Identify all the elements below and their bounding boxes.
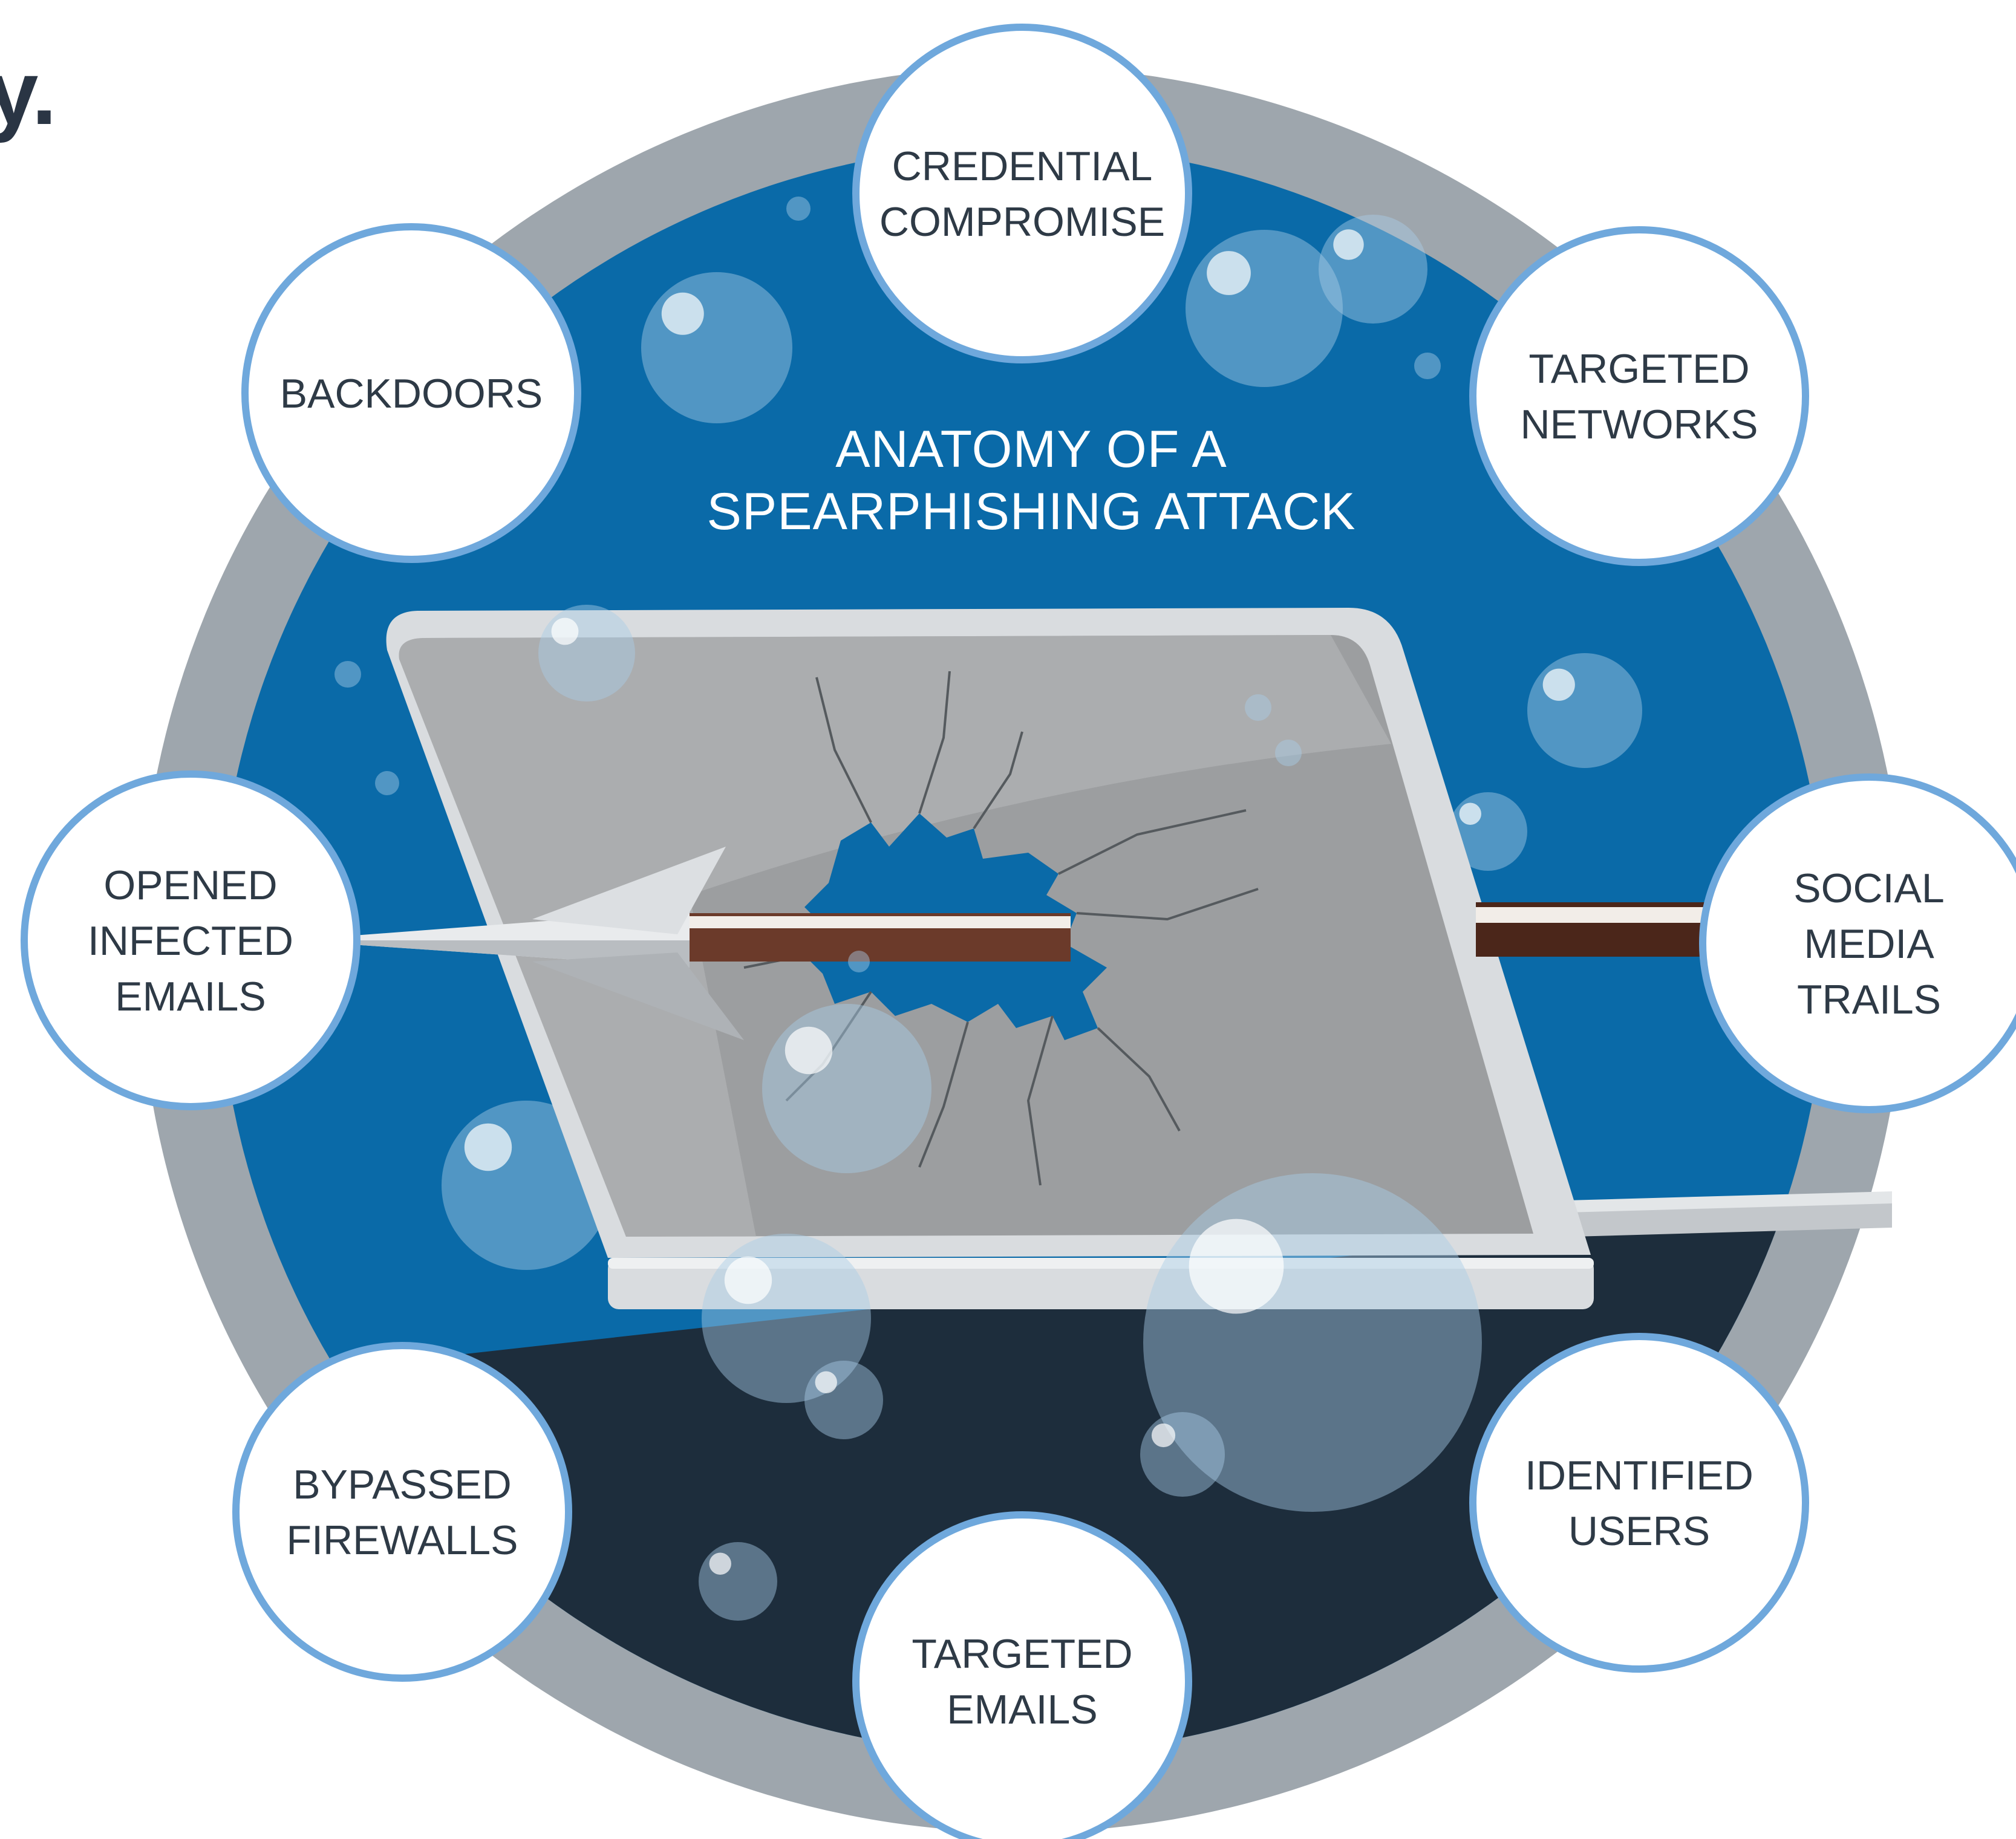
- node-label: FIREWALLS: [287, 1517, 518, 1563]
- bubble-highlight: [464, 1123, 512, 1171]
- bubble: [334, 661, 361, 688]
- node-circle: [241, 223, 581, 563]
- node-bypassed-firewalls: BYPASSED FIREWALLS: [232, 1342, 572, 1682]
- node-label: IDENTIFIED: [1525, 1453, 1753, 1499]
- node-circle: [21, 770, 360, 1110]
- bubble: [848, 951, 870, 972]
- node-label: TARGETED: [1528, 346, 1749, 392]
- node-label: COMPROMISE: [879, 199, 1165, 245]
- node-circle: [1699, 773, 2016, 1113]
- node-label: TRAILS: [1797, 977, 1941, 1023]
- node-circle: [232, 1342, 572, 1682]
- bubble-highlight: [1459, 802, 1481, 825]
- corner-text-fragment: y.: [0, 42, 57, 143]
- node-circle: [1469, 1333, 1809, 1673]
- bubble-highlight: [815, 1371, 837, 1393]
- bubble: [1275, 740, 1302, 766]
- node-ring: CREDENTIAL COMPROMISE TARGETED NETWORKS SOCI…: [21, 24, 2016, 1839]
- bubble-highlight: [1542, 668, 1575, 701]
- bubble: [1140, 1412, 1225, 1497]
- laptop-base: [608, 1258, 1594, 1309]
- center-title-line-2: SPEARPHISHING ATTACK: [707, 483, 1356, 541]
- center-title-line-1: ANATOMY OF A: [835, 420, 1227, 478]
- bubble-highlight: [1333, 229, 1364, 260]
- node-targeted-emails: TARGETED EMAILS: [852, 1511, 1192, 1839]
- bubble: [1527, 653, 1642, 768]
- node-circle: [852, 1511, 1192, 1839]
- bubble-highlight: [1151, 1423, 1176, 1448]
- bubble: [1414, 353, 1441, 379]
- bubble: [641, 272, 792, 423]
- node-label: INFECTED: [88, 918, 293, 964]
- bubble: [786, 197, 811, 221]
- node-social-media-trails: SOCIAL MEDIA TRAILS: [1699, 773, 2016, 1113]
- node-label: BACKDOORS: [280, 371, 543, 417]
- node-label: CREDENTIAL: [892, 143, 1153, 189]
- bubble-highlight: [661, 292, 704, 335]
- bubble-highlight: [785, 1026, 833, 1075]
- arrow-icon: [290, 847, 1736, 1040]
- bubble-highlight: [724, 1256, 772, 1304]
- bubble: [804, 1361, 883, 1439]
- bubble: [1186, 230, 1343, 387]
- bubble: [1245, 694, 1271, 721]
- node-label: NETWORKS: [1521, 402, 1758, 448]
- foreground-bubble-group: [538, 605, 1482, 1621]
- node-label: USERS: [1568, 1508, 1710, 1554]
- screen-reflection: [399, 635, 1391, 1237]
- bubble: [699, 1542, 777, 1621]
- node-backdoors: BACKDOORS: [241, 223, 581, 563]
- arrow-barb-lower: [532, 952, 744, 1040]
- node-label: BYPASSED: [293, 1462, 512, 1508]
- node-credential-compromise: CREDENTIAL COMPROMISE: [852, 24, 1192, 363]
- arrow-barb-upper: [532, 847, 726, 934]
- node-circle: [1469, 226, 1809, 566]
- node-identified-users: IDENTIFIED USERS: [1469, 1333, 1809, 1673]
- node-label: TARGETED: [912, 1631, 1132, 1677]
- node-circle: [852, 24, 1192, 363]
- bubble-highlight: [551, 617, 579, 645]
- bubble: [762, 1004, 931, 1173]
- node-label: EMAILS: [947, 1687, 1097, 1733]
- bubble-highlight: [709, 1552, 731, 1575]
- node-label: MEDIA: [1804, 921, 1934, 967]
- node-label: SOCIAL: [1793, 865, 1944, 911]
- node-label: EMAILS: [115, 974, 266, 1020]
- node-label: OPENED: [103, 862, 277, 908]
- bubble-highlight: [1189, 1219, 1284, 1314]
- bubble: [375, 771, 399, 795]
- bubble: [1319, 215, 1427, 324]
- node-opened-infected-emails: OPENED INFECTED EMAILS: [21, 770, 360, 1110]
- bubble-highlight: [1207, 251, 1251, 295]
- bubble: [538, 605, 635, 701]
- node-targeted-networks: TARGETED NETWORKS: [1469, 226, 1809, 566]
- center-title: ANATOMY OF A SPEARPHISHING ATTACK: [707, 420, 1356, 541]
